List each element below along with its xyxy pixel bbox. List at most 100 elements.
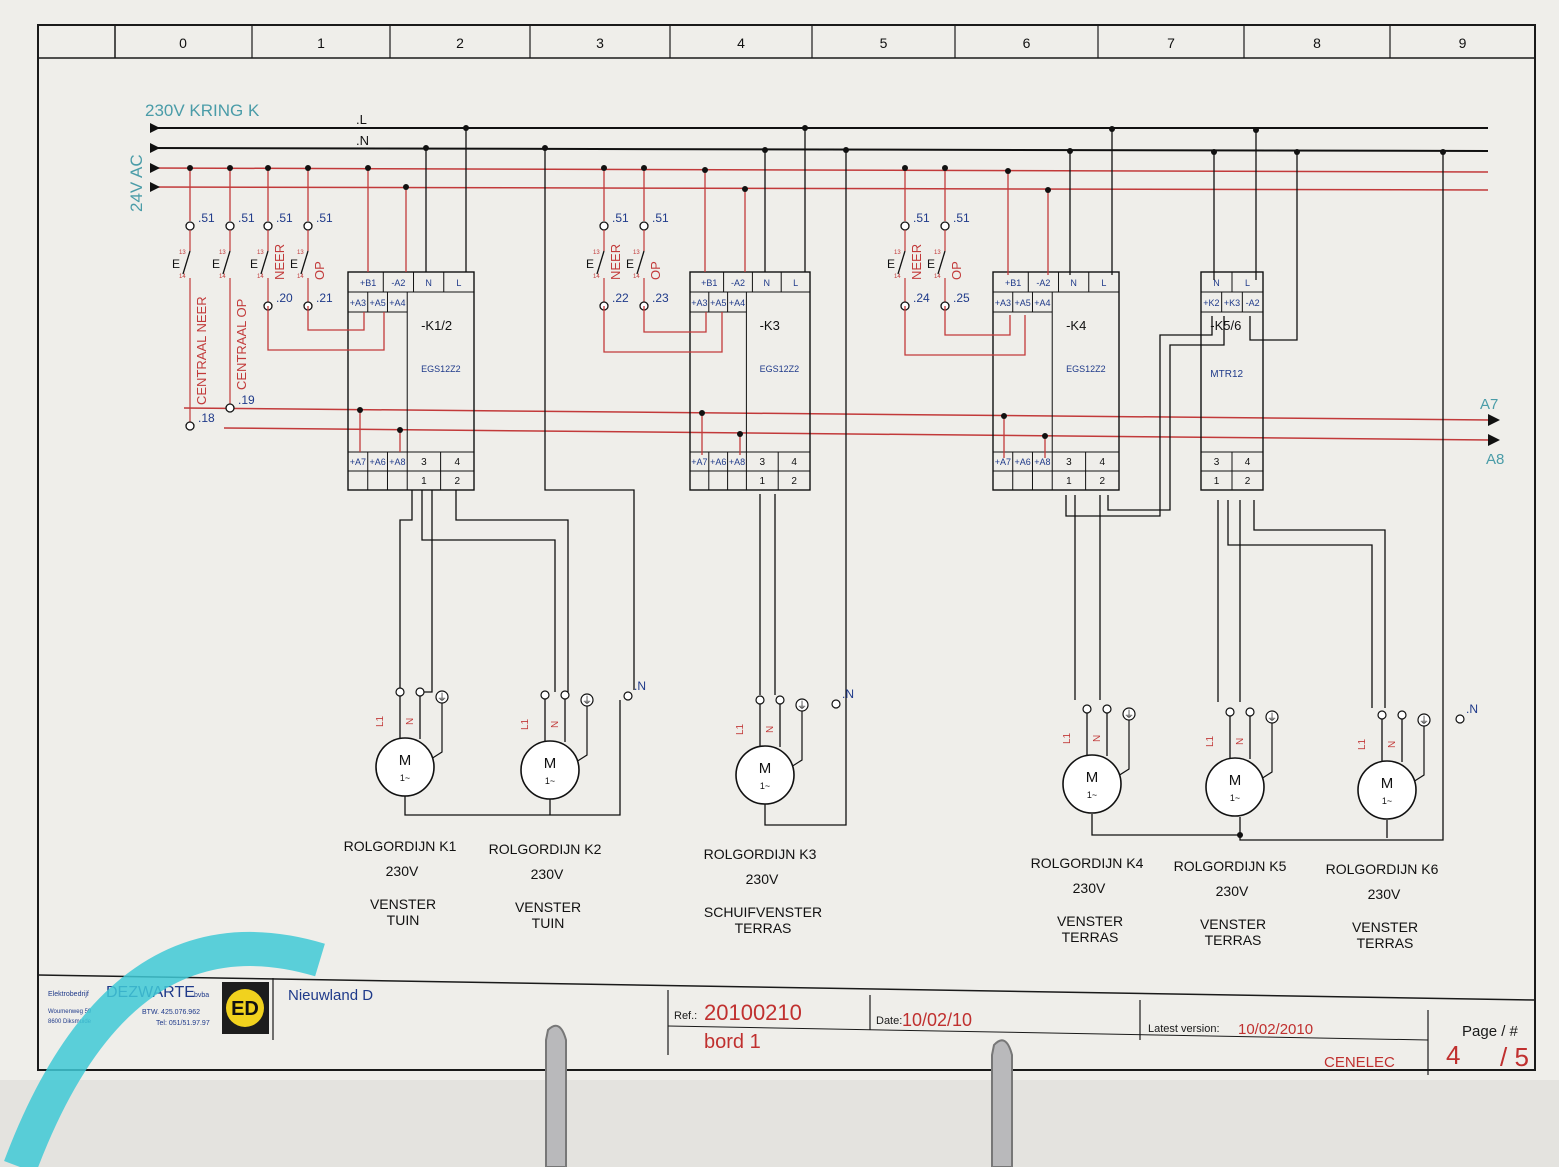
switch-terminal-top	[263, 221, 273, 231]
neutral-terminal-label: .N	[1466, 702, 1478, 716]
motor-terminal	[540, 690, 550, 700]
watermark-arc	[4, 932, 325, 1167]
module-bottom-terminal: +A8	[389, 457, 405, 467]
module-top-terminal: N	[1070, 278, 1077, 288]
switch-bottom-label: .19	[238, 393, 255, 407]
junction-dot	[357, 407, 363, 413]
company-address2: 8600 Diksmuide	[48, 1019, 92, 1025]
module-output-terminal: 4	[1100, 457, 1106, 468]
module-top-terminal: +B1	[360, 278, 376, 288]
motor-location-1: VENSTER	[1200, 916, 1266, 932]
motor-terminal	[1225, 707, 1235, 717]
contact-mark-14: 14	[593, 274, 600, 280]
switch-bottom-label: .20	[276, 291, 293, 305]
contact-mark-14: 14	[894, 274, 901, 280]
switch-function-label: NEER	[272, 244, 287, 280]
neutral-terminal-label: .N	[842, 687, 854, 701]
ground-symbol: ⏚	[437, 692, 447, 704]
motor-phase: 1~	[760, 781, 770, 791]
switch-bottom-label: .25	[953, 291, 970, 305]
motor-location-2: TUIN	[532, 915, 565, 931]
column-number: 0	[179, 35, 187, 51]
arrow-icon	[150, 182, 160, 192]
wire	[1249, 152, 1298, 341]
column-number: 8	[1313, 35, 1321, 51]
motor-title: ROLGORDIJN K6	[1326, 861, 1439, 877]
motor-ground-wire	[1260, 723, 1273, 780]
junction-dot	[1253, 127, 1259, 133]
module-output-terminal: 1	[760, 476, 766, 487]
junction-dot	[403, 184, 409, 190]
latest-label: Latest version:	[1148, 1023, 1220, 1035]
motor-terminal	[560, 690, 570, 700]
arrow-icon	[1488, 414, 1500, 426]
junction-dot	[365, 165, 371, 171]
motor-n-label: N	[1235, 738, 1246, 745]
motor-terminal	[775, 695, 785, 705]
module-top-terminal: L	[1245, 278, 1250, 288]
neutral-terminal-label: .N	[634, 679, 646, 693]
switch-terminal-top	[900, 221, 910, 231]
motor-n-label: N	[1092, 735, 1103, 742]
motor-title: ROLGORDIJN K5	[1174, 858, 1287, 874]
wire	[307, 306, 365, 331]
motor-n-label: N	[405, 718, 416, 725]
arrow-icon	[150, 143, 160, 153]
switch-terminal-bottom	[225, 403, 235, 413]
switch-terminal-top	[639, 221, 649, 231]
column-number: 9	[1459, 35, 1467, 51]
date-label: Date:	[876, 1015, 902, 1027]
motor-symbol-icon	[1205, 757, 1265, 817]
motor-letter: M	[1229, 772, 1242, 789]
motor-location-2: TERRAS	[735, 920, 792, 936]
column-number: 3	[596, 35, 604, 51]
switch-function-label: OP	[949, 261, 964, 280]
module-bottom-terminal: +A7	[350, 457, 366, 467]
switch-bottom-label: .21	[316, 291, 333, 305]
contact-mark-13: 13	[257, 250, 264, 256]
motor-l1-label: L1	[1062, 732, 1073, 744]
wire	[1227, 500, 1373, 708]
column-number: 4	[737, 35, 745, 51]
switch-function-label: NEER	[608, 244, 623, 280]
switch-top-label: .51	[953, 211, 970, 225]
wire	[267, 306, 385, 351]
wire	[399, 490, 413, 692]
wire	[764, 150, 847, 826]
column-number: 1	[317, 35, 325, 51]
switch-contact	[636, 250, 645, 275]
module-name: -K3	[760, 318, 780, 333]
contact-mark-13: 13	[633, 250, 640, 256]
page-number: 4	[1446, 1040, 1460, 1070]
next-page-edge	[0, 1080, 1559, 1167]
motor-terminal	[1397, 710, 1407, 720]
junction-dot	[641, 165, 647, 171]
motor-n-label: N	[550, 721, 561, 728]
switch-top-label: .51	[198, 211, 215, 225]
junction-dot	[902, 165, 908, 171]
motor-terminal	[395, 687, 405, 697]
ground-symbol: ⏚	[1124, 709, 1134, 721]
module-a-terminal: +A4	[389, 298, 405, 308]
module-output-terminal: 2	[791, 476, 797, 487]
switch-bottom-label: .18	[198, 411, 215, 425]
module-output-terminal: 1	[421, 476, 427, 487]
module-bottom-terminal: +A8	[729, 457, 745, 467]
motor-ground-wire	[430, 703, 443, 760]
switch-e-mark: E	[887, 257, 895, 271]
motor-l1-label: L1	[1357, 738, 1368, 750]
latest-value: 10/02/2010	[1238, 1021, 1313, 1038]
motor-location-1: VENSTER	[1057, 913, 1123, 929]
junction-dot	[1237, 832, 1243, 838]
motor-location-1: VENSTER	[1352, 919, 1418, 935]
switch-top-label: .51	[652, 211, 669, 225]
module-output-terminal: 2	[1100, 476, 1106, 487]
contact-mark-13: 13	[934, 250, 941, 256]
power-bus: 230V KRING K 24V AC .L .N A7 A8	[127, 101, 1504, 468]
junction-dot	[1211, 149, 1217, 155]
motor-ground-wire	[1117, 720, 1130, 777]
junction-dot	[762, 147, 768, 153]
switch-contact	[937, 250, 946, 275]
